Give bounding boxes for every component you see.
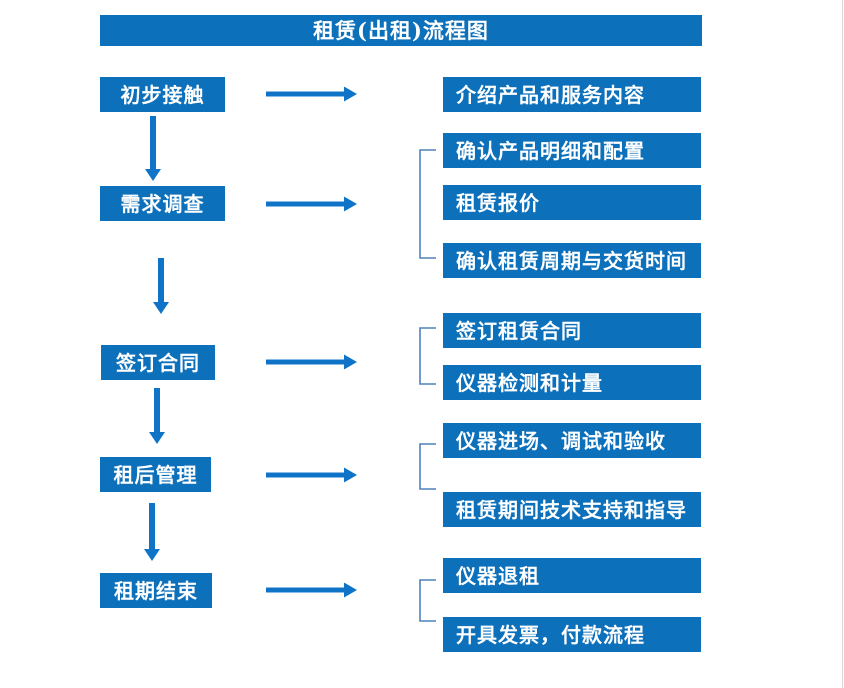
detail-box-invoice-payment: 开具发票，付款流程: [443, 617, 701, 652]
group-bracket: [419, 149, 436, 259]
detail-box-instrument-setup-acceptance: 仪器进场、调试和验收: [443, 423, 701, 458]
detail-box-sign-rental-contract: 签订租赁合同: [443, 313, 701, 348]
detail-box-instrument-testing: 仪器检测和计量: [443, 365, 701, 400]
stage-box-post-rental-management: 租后管理: [100, 457, 211, 492]
detail-box-technical-support: 租赁期间技术支持和指导: [443, 492, 701, 527]
detail-box-confirm-period-delivery: 确认租赁周期与交货时间: [443, 243, 701, 278]
right-arrow-icon: [266, 582, 357, 598]
detail-box-instrument-return: 仪器退租: [443, 558, 701, 593]
page-title: 租赁(出租)流程图: [100, 15, 702, 46]
right-arrow-icon: [266, 354, 357, 370]
stage-box-sign-contract: 签订合同: [101, 345, 215, 380]
group-bracket: [419, 443, 436, 490]
detail-box-confirm-product-config: 确认产品明细和配置: [443, 133, 701, 168]
right-arrow-icon: [266, 467, 357, 483]
stage-box-initial-contact: 初步接触: [100, 77, 225, 112]
down-arrow-icon: [145, 116, 161, 181]
down-arrow-icon: [149, 388, 165, 444]
right-arrow-icon: [266, 196, 357, 212]
down-arrow-icon: [153, 258, 169, 314]
detail-box-rental-quote: 租赁报价: [443, 185, 701, 220]
stage-box-needs-survey: 需求调查: [100, 186, 225, 221]
down-arrow-icon: [144, 503, 160, 561]
group-bracket: [419, 327, 436, 385]
detail-box-introduce-products: 介绍产品和服务内容: [443, 77, 701, 112]
stage-box-rental-end: 租期结束: [100, 573, 212, 608]
right-arrow-icon: [266, 86, 357, 102]
page-right-border: [842, 0, 843, 688]
group-bracket: [419, 579, 436, 622]
